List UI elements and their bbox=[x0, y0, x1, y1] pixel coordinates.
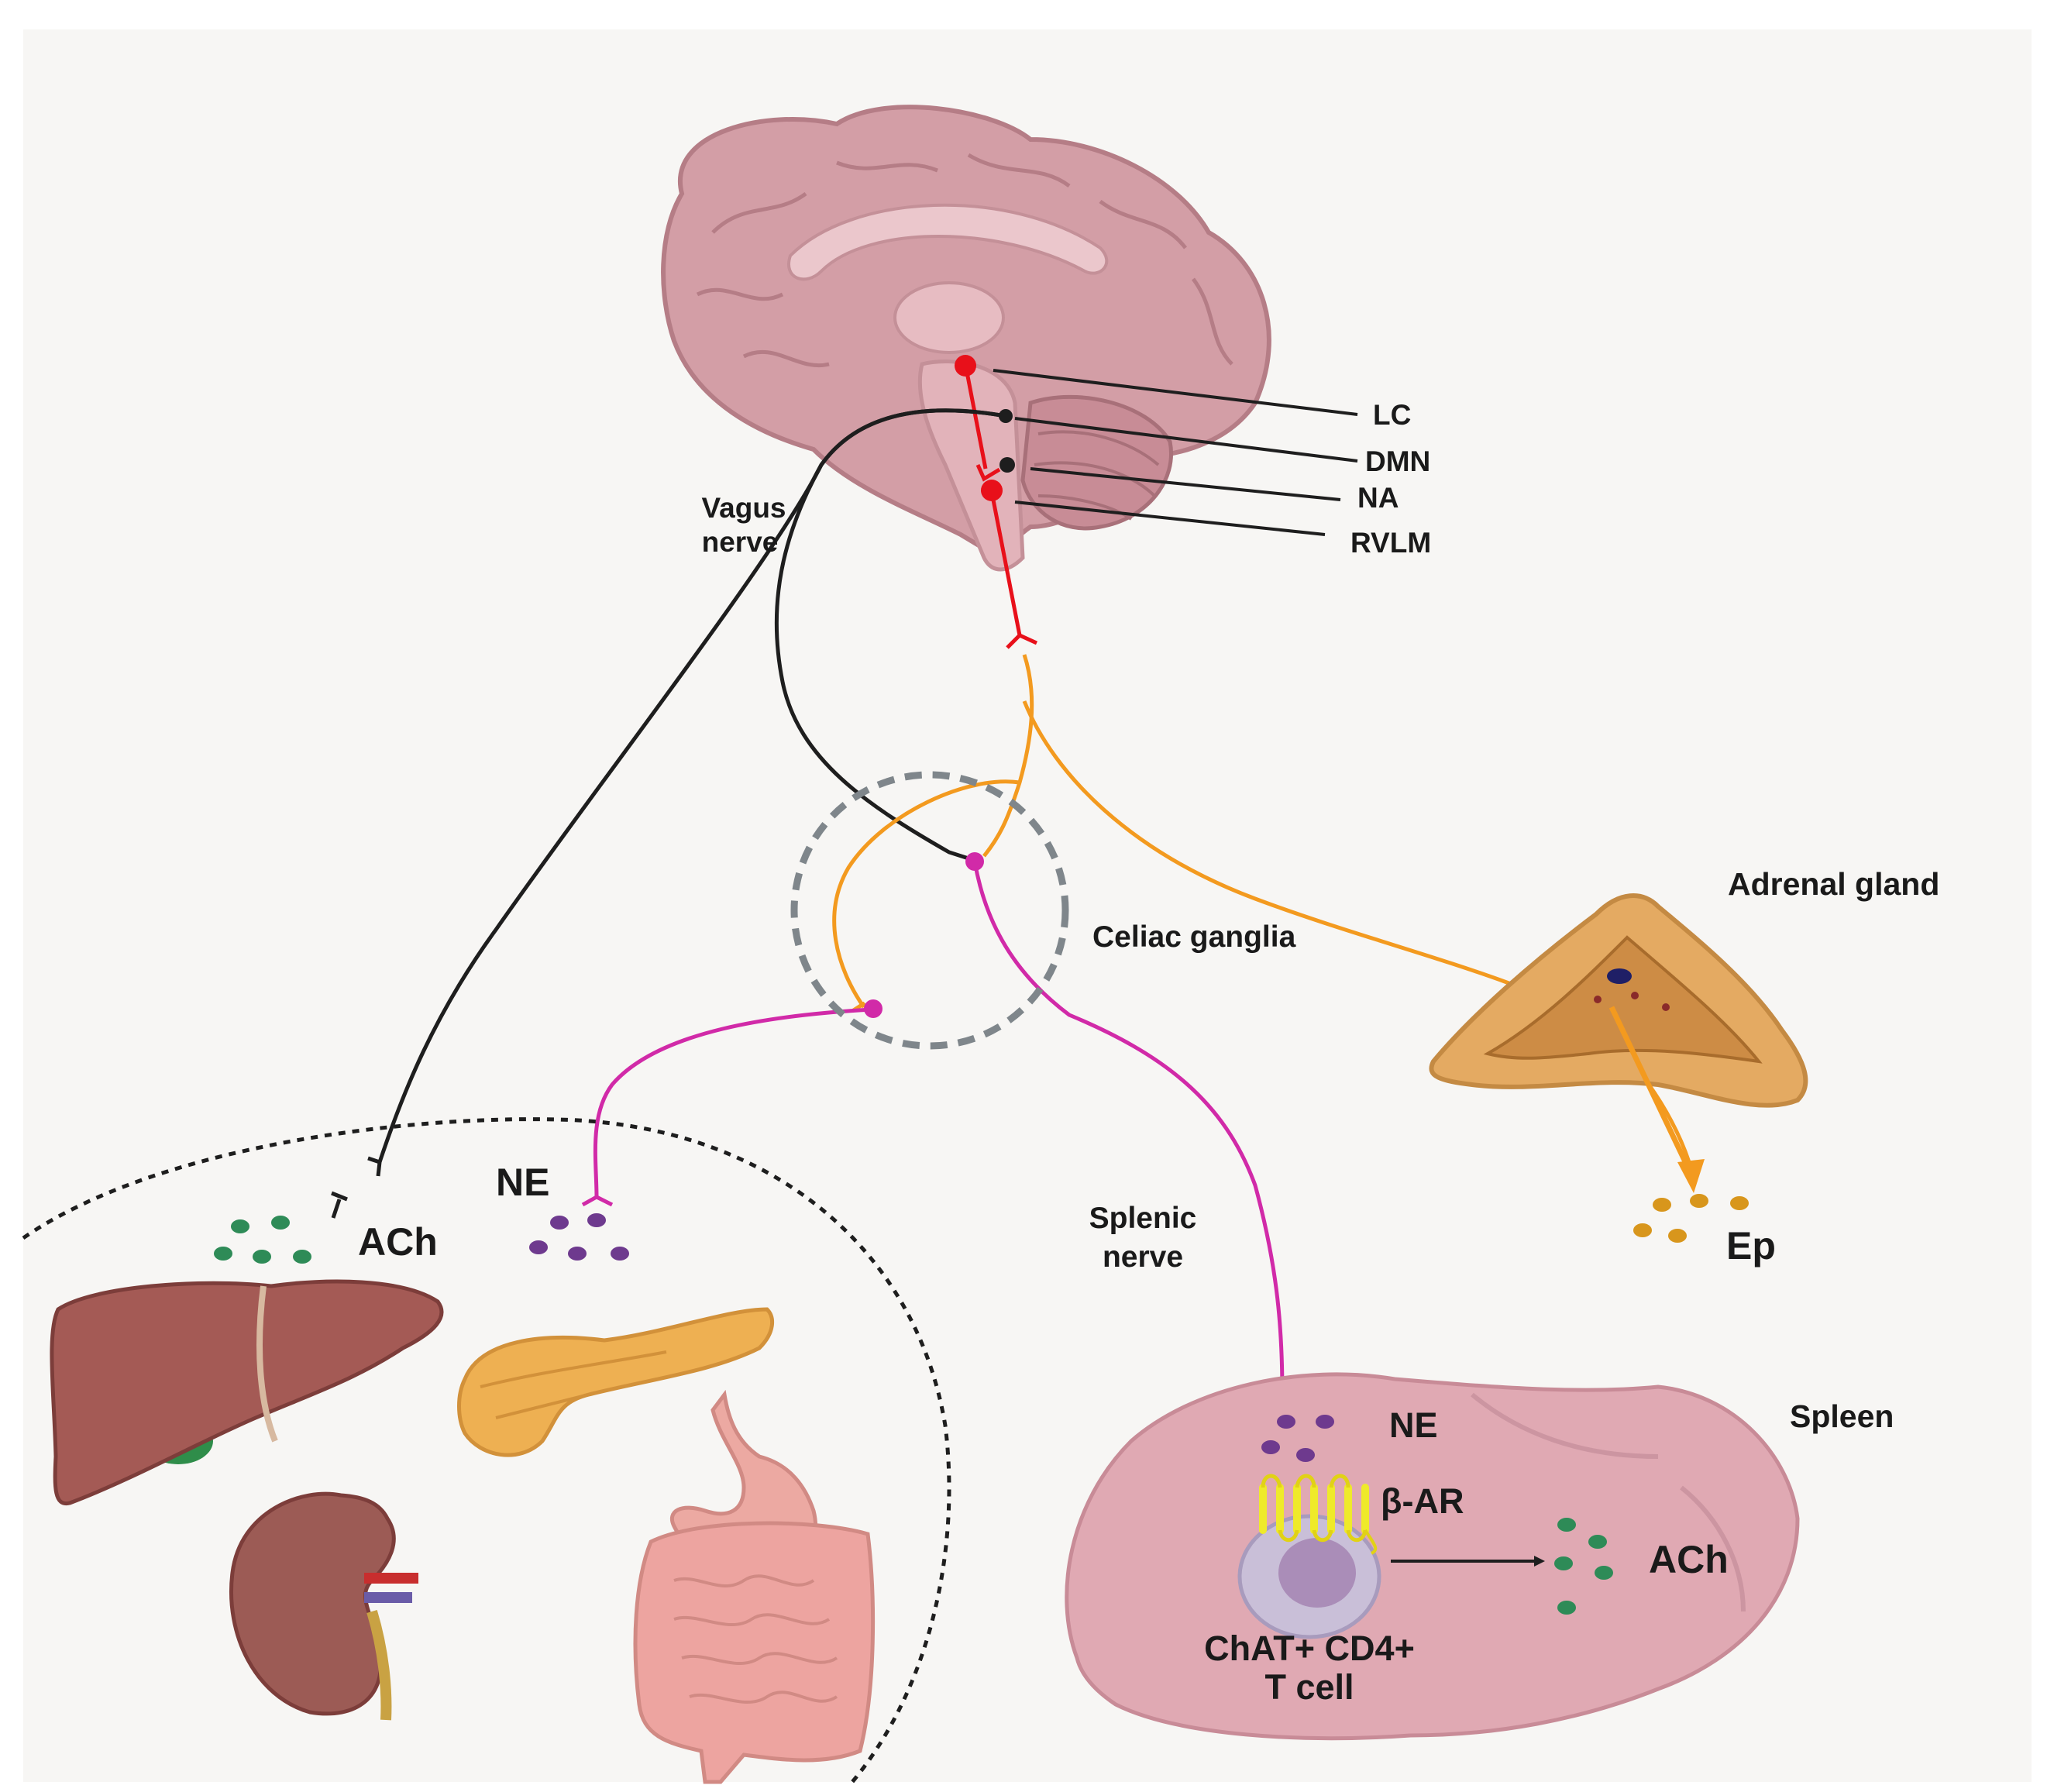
liver bbox=[50, 1279, 444, 1506]
gastrointestinal-tract bbox=[633, 1389, 876, 1784]
label-vagus-1: Vagus bbox=[702, 492, 786, 524]
brain-illustration bbox=[661, 105, 1271, 572]
label-beta-ar: β-AR bbox=[1381, 1481, 1464, 1521]
dmn-neuron bbox=[999, 409, 1013, 423]
ganglion-neuron-left bbox=[864, 999, 882, 1018]
label-ach-spleen: ACh bbox=[1649, 1538, 1729, 1581]
viscera-region-boundary bbox=[22, 1117, 951, 1783]
beta-ar-receptor bbox=[1259, 1474, 1378, 1555]
spleen bbox=[1065, 1372, 1800, 1741]
label-tcell-2: T cell bbox=[1264, 1667, 1354, 1707]
lc-neuron bbox=[955, 355, 976, 377]
label-ne-viscera: NE bbox=[496, 1161, 549, 1204]
pancreas bbox=[457, 1307, 775, 1457]
ach-vesicles-viscera bbox=[214, 1216, 311, 1264]
ep-arrowhead bbox=[1677, 1159, 1705, 1193]
rvlm-neuron bbox=[981, 480, 1003, 501]
ach-vesicles-spleen bbox=[1554, 1518, 1613, 1615]
nucleus-leader-lines bbox=[993, 369, 1358, 536]
postganglionic-fibres bbox=[581, 852, 1297, 1405]
label-vagus-2: nerve bbox=[702, 526, 779, 558]
ne-vesicles-spleen bbox=[1261, 1415, 1334, 1462]
label-ne-spleen: NE bbox=[1389, 1405, 1438, 1445]
adrenal-gland bbox=[1429, 893, 1808, 1108]
label-tcell-1: ChAT+ CD4+ bbox=[1204, 1629, 1415, 1668]
label-ep: Ep bbox=[1726, 1224, 1776, 1267]
kidney bbox=[229, 1491, 418, 1721]
label-spleen: Spleen bbox=[1790, 1398, 1894, 1434]
ne-vesicles-viscera bbox=[529, 1213, 629, 1261]
label-splenic-2: nerve bbox=[1103, 1240, 1183, 1274]
label-rvlm: RVLM bbox=[1350, 527, 1431, 559]
vagus-nerve bbox=[331, 408, 1015, 1219]
celiac-ganglia-circle bbox=[790, 771, 1069, 1050]
label-ach-viscera: ACh bbox=[358, 1220, 438, 1264]
na-neuron bbox=[999, 457, 1015, 473]
label-na: NA bbox=[1357, 482, 1399, 514]
label-splenic-1: Splenic bbox=[1089, 1202, 1197, 1235]
ep-vesicles bbox=[1633, 1194, 1749, 1243]
label-lc: LC bbox=[1373, 399, 1411, 431]
label-dmn: DMN bbox=[1365, 445, 1430, 477]
label-adrenal-gland: Adrenal gland bbox=[1728, 866, 1939, 902]
ep-release-arrow bbox=[1608, 1006, 1692, 1171]
ganglion-neuron-right bbox=[965, 852, 984, 871]
t-cell bbox=[1237, 1514, 1381, 1639]
central-sympathetic-fibre bbox=[955, 355, 1038, 649]
label-celiac-ganglia: Celiac ganglia bbox=[1092, 920, 1296, 954]
